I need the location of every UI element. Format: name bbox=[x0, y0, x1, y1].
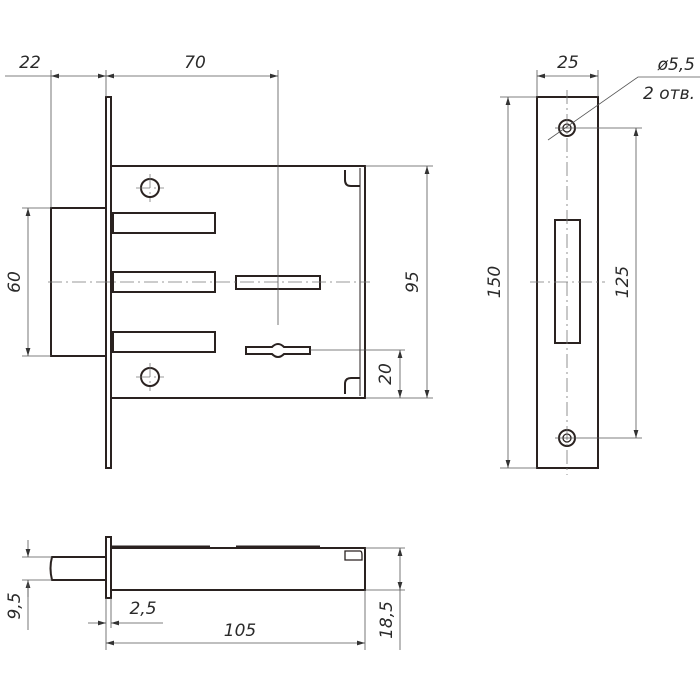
bolt-2 bbox=[112, 271, 216, 293]
dim-depth: 70 bbox=[184, 53, 206, 73]
side-view: 9,5 2,5 105 18,5 bbox=[5, 536, 405, 650]
dim-plate-height: 150 bbox=[485, 266, 505, 298]
dim-bolt-height: 60 bbox=[5, 271, 25, 293]
dim-key-offset: 20 bbox=[376, 363, 396, 385]
dim-body-thickness: 18,5 bbox=[377, 601, 397, 639]
side-body bbox=[110, 547, 366, 591]
corner-notch-top bbox=[344, 170, 360, 187]
dim-plate-thickness: 2,5 bbox=[129, 599, 156, 619]
dim-hole-spacing: 125 bbox=[613, 266, 633, 298]
keyhole bbox=[245, 343, 311, 358]
bolt-3 bbox=[112, 331, 216, 353]
dim-hole-count: 2 отв. bbox=[643, 84, 695, 104]
dim-body-height: 95 bbox=[403, 271, 423, 293]
bolt-1 bbox=[112, 212, 216, 234]
faceplate-view: 25 150 125 ø5,5 2 отв. bbox=[485, 53, 700, 475]
dim-hole-diameter: ø5,5 bbox=[657, 55, 695, 75]
dim-body-length: 105 bbox=[224, 621, 256, 641]
bolt-slot bbox=[554, 219, 581, 344]
dim-plate-width: 25 bbox=[557, 53, 579, 73]
strike-plate bbox=[536, 96, 599, 469]
front-view: 22 70 60 95 20 bbox=[5, 53, 433, 469]
dim-bolt-thickness: 9,5 bbox=[5, 592, 25, 619]
corner-notch-bottom bbox=[344, 377, 360, 394]
dim-backset: 22 bbox=[19, 53, 41, 73]
side-bolt bbox=[49, 556, 107, 581]
